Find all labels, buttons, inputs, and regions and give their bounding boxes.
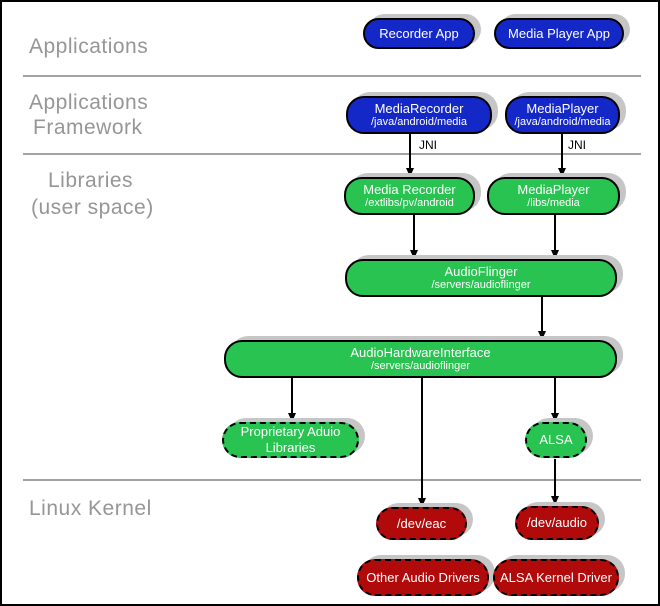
- node-dev-eac: /dev/eac: [376, 507, 467, 540]
- section-label-applications: Applications: [29, 35, 149, 58]
- divider-libraries-kernel: [23, 479, 641, 481]
- arrow-mediarecorder-jni: [406, 133, 414, 177]
- node-other-audio-drivers: Other Audio Drivers: [357, 559, 489, 596]
- node-mediaplayer-lib-title: MediaPlayer: [517, 181, 590, 197]
- node-media-recorder-lib-path: /extlibs/pv/android: [365, 197, 454, 210]
- arrow-mediaplayer-to-audioflinger: [551, 215, 559, 259]
- node-dev-audio: /dev/audio: [515, 506, 599, 540]
- node-mediarecorder-framework-path: /java/android/media: [370, 116, 467, 129]
- node-alsa-kernel-driver: ALSA Kernel Driver: [493, 559, 619, 596]
- node-alsa-title: ALSA: [539, 432, 573, 448]
- section-label-framework-line2: Framework: [33, 116, 143, 139]
- section-label-libraries-line1: Libraries: [48, 169, 134, 192]
- arrow-hwinterface-to-alsa: [551, 378, 559, 422]
- node-mediaplayer-lib: MediaPlayer /libs/media: [487, 177, 620, 215]
- jni-label-right: JNI: [568, 138, 586, 152]
- arrow-alsa-to-dev-audio: [551, 459, 559, 505]
- arrow-mediaplayer-jni: [558, 133, 566, 177]
- node-recorder-app-title: Recorder App: [379, 25, 459, 41]
- node-mediaplayer-framework-title: MediaPlayer: [526, 100, 599, 116]
- node-alsa: ALSA: [525, 422, 587, 458]
- node-proprietary-audio-line1: Proprietary Aduio: [240, 424, 341, 440]
- node-media-player-app-title: Media Player App: [508, 25, 610, 41]
- node-audioflinger-title: AudioFlinger: [444, 263, 518, 279]
- section-label-linux-kernel: Linux Kernel: [29, 497, 152, 520]
- arrow-audioflinger-to-hwinterface: [538, 297, 546, 340]
- node-proprietary-audio-line2: Libraries: [265, 440, 316, 455]
- arrow-mediarecorder-to-audioflinger: [410, 215, 418, 259]
- node-mediaplayer-lib-path: /libs/media: [527, 197, 580, 210]
- node-media-recorder-lib: Media Recorder /extlibs/pv/android: [344, 177, 475, 215]
- node-media-player-app: Media Player App: [494, 18, 624, 49]
- node-proprietary-audio-libraries: Proprietary Aduio Libraries: [222, 422, 359, 458]
- node-audioflinger-path: /servers/audioflinger: [431, 279, 531, 292]
- section-label-libraries-line2: (user space): [31, 196, 154, 219]
- node-audio-hardware-interface: AudioHardwareInterface /servers/audiofli…: [224, 340, 617, 378]
- divider-framework-libraries: [23, 153, 641, 155]
- node-media-recorder-lib-title: Media Recorder: [363, 181, 456, 197]
- node-recorder-app: Recorder App: [363, 18, 475, 49]
- node-audioflinger: AudioFlinger /servers/audioflinger: [345, 259, 617, 297]
- node-dev-eac-title: /dev/eac: [396, 515, 447, 531]
- node-mediaplayer-framework: MediaPlayer /java/android/media: [505, 96, 620, 134]
- node-mediarecorder-framework: MediaRecorder /java/android/media: [346, 96, 492, 134]
- node-mediaplayer-framework-path: /java/android/media: [514, 116, 611, 129]
- jni-label-left: JNI: [419, 138, 437, 152]
- node-audio-hardware-interface-title: AudioHardwareInterface: [350, 344, 491, 360]
- node-other-audio-drivers-title: Other Audio Drivers: [366, 569, 480, 585]
- node-audio-hardware-interface-path: /servers/audioflinger: [370, 360, 471, 373]
- section-label-framework-line1: Applications: [29, 91, 149, 114]
- node-alsa-kernel-driver-title: ALSA Kernel Driver: [500, 569, 612, 585]
- divider-applications-framework: [23, 75, 641, 77]
- arrow-hwinterface-to-dev-eac: [418, 378, 426, 507]
- node-dev-audio-title: /dev/audio: [527, 515, 587, 531]
- node-mediarecorder-framework-title: MediaRecorder: [374, 100, 464, 116]
- arrow-hwinterface-to-proprietary: [288, 378, 296, 422]
